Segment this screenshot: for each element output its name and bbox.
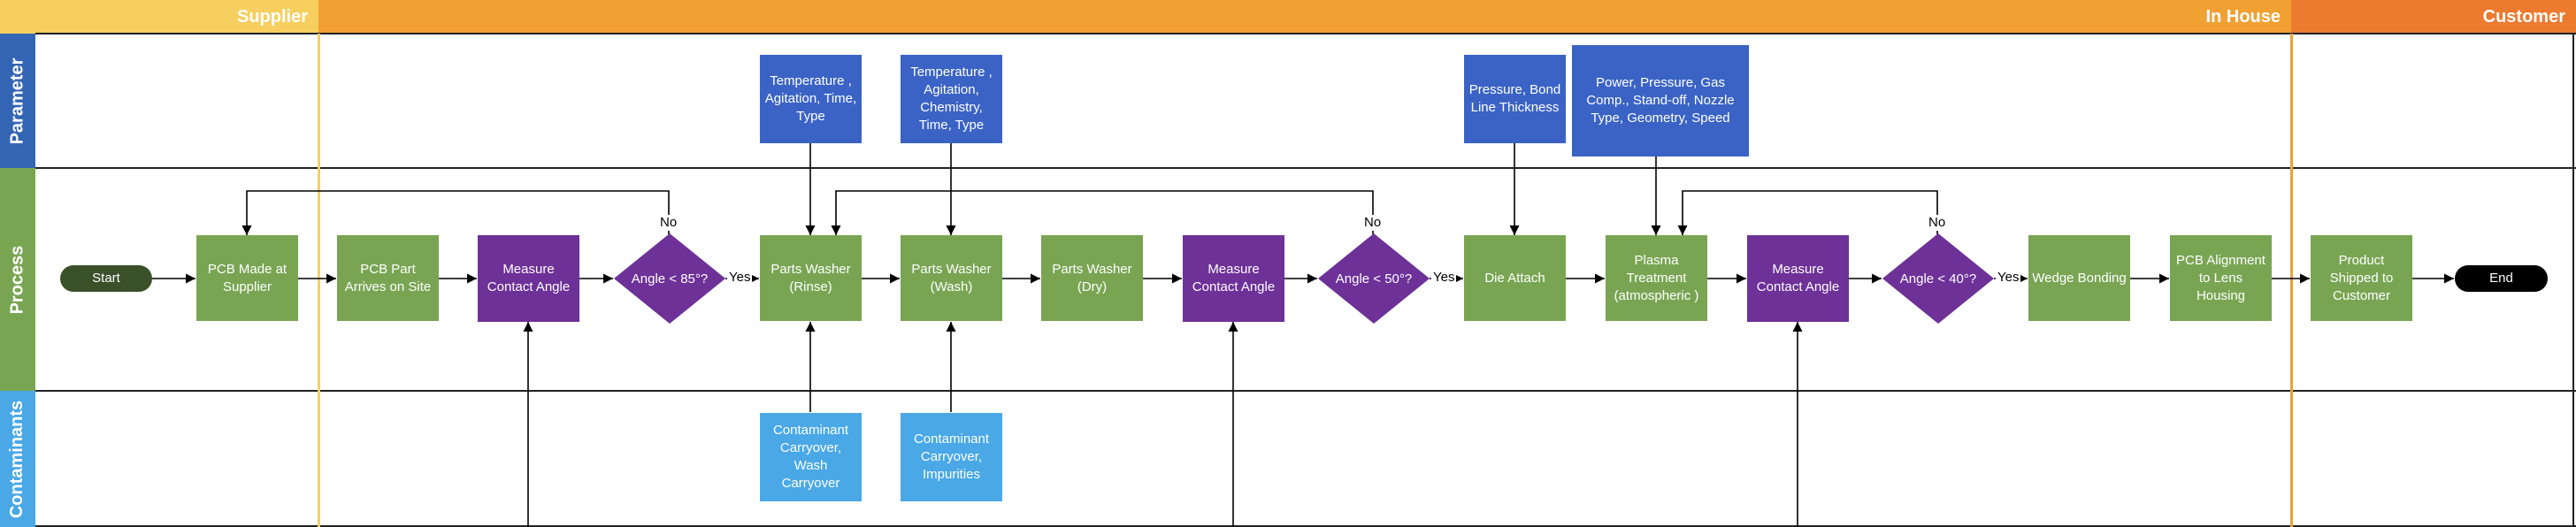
step-parts-washer-wash[interactable]: Parts Washer (Wash) [901,235,1002,321]
step-die-attach[interactable]: Die Attach [1464,235,1566,321]
lane-divider-1 [35,167,2576,169]
lane-divider-top [35,33,2576,34]
phase-separator-in-house [2290,34,2293,527]
edge-label-no-3: No [1927,215,1948,231]
step-parts-washer-rinse[interactable]: Parts Washer (Rinse) [760,235,862,321]
lane-divider-bottom [35,525,2576,527]
phase-supplier: Supplier [0,0,318,34]
edge-label-yes-1: Yes [727,270,753,286]
decision-angle-85[interactable]: Angle < 85°? [614,233,725,324]
decision-shape [614,233,725,324]
phase-customer-label: Customer [2482,6,2565,27]
decision-shape [1318,233,1430,324]
lane-parameter: Parameter [0,34,35,168]
arrow-no-loop-1 [242,190,670,235]
step-measure-contact-angle-1[interactable]: Measure Contact Angle [478,235,579,322]
step-wedge-bonding[interactable]: Wedge Bonding [2028,235,2130,321]
arrow-no-loop-2 [831,190,1374,235]
phase-supplier-label: Supplier [236,6,308,27]
decision-angle-50-label: Angle < 50°? [1335,271,1413,286]
step-pcb-part-arrives[interactable]: PCB Part Arrives on Site [337,235,439,321]
phase-customer: Customer [2291,0,2576,34]
lane-process: Process [0,168,35,391]
param-die-attach[interactable]: Pressure, Bond Line Thickness [1464,55,1566,143]
step-product-shipped[interactable]: Product Shipped to Customer [2311,235,2412,321]
edge-label-yes-2: Yes [1431,270,1457,286]
decision-angle-50[interactable]: Angle < 50°? [1318,233,1430,324]
step-measure-contact-angle-3[interactable]: Measure Contact Angle [1747,235,1849,322]
contaminant-rinse[interactable]: Contaminant Carryover, Wash Carryover [760,413,862,501]
start-node[interactable]: Start [60,265,152,292]
param-rinse[interactable]: Temperature , Agitation, Time, Type [760,55,862,143]
decision-angle-85-label: Angle < 85°? [631,271,709,286]
edge-label-no-1: No [658,215,679,231]
step-plasma-treatment[interactable]: Plasma Treatment (atmospheric ) [1606,235,1707,321]
lane-divider-2 [35,390,2576,392]
decision-angle-40-label: Angle < 40°? [1899,271,1977,286]
edge-label-no-2: No [1362,215,1384,231]
phase-in-house: In House [318,0,2291,34]
step-parts-washer-dry[interactable]: Parts Washer (Dry) [1041,235,1143,321]
phase-in-house-label: In House [2205,6,2281,27]
step-pcb-alignment[interactable]: PCB Alignment to Lens Housing [2170,235,2272,321]
step-pcb-made-at-supplier[interactable]: PCB Made at Supplier [196,235,298,321]
edge-label-yes-3: Yes [1996,270,2021,286]
phase-separator-supplier [318,34,320,527]
lane-contaminants: Contaminants [0,391,35,527]
end-node[interactable]: End [2455,265,2548,292]
step-measure-contact-angle-2[interactable]: Measure Contact Angle [1183,235,1284,322]
right-border [2572,34,2574,527]
param-wash[interactable]: Temperature , Agitation, Chemistry, Time… [901,55,1002,143]
decision-angle-40[interactable]: Angle < 40°? [1882,233,1994,324]
contaminant-wash[interactable]: Contaminant Carryover, Impurities [901,413,1002,501]
param-plasma[interactable]: Power, Pressure, Gas Comp., Stand-off, N… [1572,45,1749,157]
decision-shape [1882,233,1994,324]
arrow-no-loop-3 [1677,190,1938,235]
